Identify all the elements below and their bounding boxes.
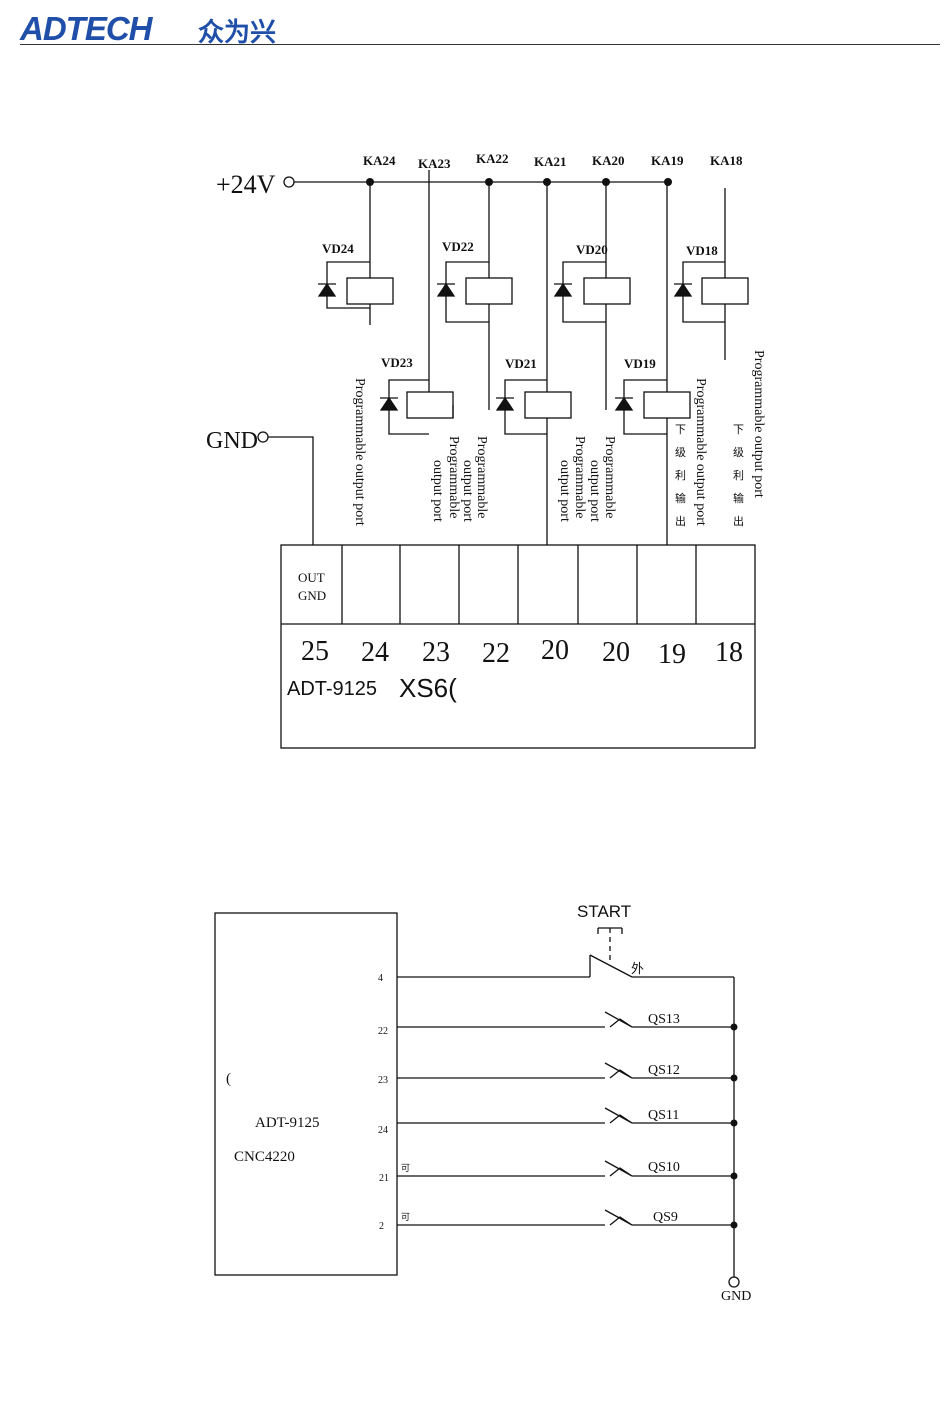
- cn-glyph-a4: 出: [675, 514, 686, 528]
- relay-ka23-label: KA23: [418, 156, 451, 171]
- controller-model: ADT-9125: [255, 1115, 319, 1131]
- relay-ka20-label: KA20: [592, 153, 625, 168]
- cn-glyph-a0: 下: [675, 424, 686, 436]
- pin-23: 23: [422, 637, 450, 668]
- start-label: START: [577, 902, 631, 921]
- switch-qs10-label: QS10: [648, 1160, 680, 1175]
- start-note: 外: [631, 961, 644, 976]
- port-label-20a: Programmable: [602, 436, 617, 518]
- switch-qs11-label: QS11: [648, 1108, 679, 1123]
- header-rule: [20, 44, 940, 45]
- relay-ka24-label: KA24: [363, 153, 396, 168]
- pin-20b: 20: [602, 637, 630, 668]
- cn-glyph-b2: 利: [733, 469, 744, 482]
- cnc-pin-22: 22: [378, 1026, 388, 1037]
- note-2: 可: [401, 1212, 410, 1222]
- diode-vd20-label: VD20: [576, 242, 608, 257]
- port-label-22a: Programmable: [474, 436, 489, 518]
- brand-logo-cn: 众为兴: [198, 18, 277, 48]
- cnc-pin-23: 23: [378, 1075, 388, 1086]
- relay-ka22-label: KA22: [476, 151, 509, 166]
- controller-sub: CNC4220: [234, 1149, 295, 1165]
- cnc-pin-21: 21: [379, 1173, 389, 1184]
- port-label-24: Programmable output port: [352, 378, 367, 526]
- model-label: ADT-9125: [287, 678, 377, 700]
- switch-qs9-label: QS9: [653, 1210, 678, 1225]
- cnc-pin-4: 4: [378, 973, 383, 984]
- diode-vd24-label: VD24: [322, 241, 354, 256]
- pin-18: 18: [715, 637, 743, 668]
- cn-glyph-b3: 输: [733, 491, 744, 505]
- pin-25: 25: [301, 636, 329, 667]
- cnc-pin-2: 2: [379, 1221, 384, 1232]
- terminal-out-label: OUT: [298, 570, 325, 585]
- relay-ka21-label: KA21: [534, 154, 567, 169]
- page-header: ADTECH 众为兴: [20, 8, 940, 48]
- port-label-19: Programmable output port: [693, 378, 708, 526]
- note-1: 可: [401, 1163, 410, 1173]
- relay-ka19-label: KA19: [651, 153, 684, 168]
- cn-glyph-a3: 输: [675, 491, 686, 505]
- port-label-20b: output port: [587, 460, 602, 522]
- cnc-pin-24: 24: [378, 1125, 388, 1136]
- pin-22: 22: [482, 638, 510, 669]
- connector-label: XS6(: [399, 673, 457, 703]
- diode-vd21-label: VD21: [505, 356, 537, 371]
- switch-qs12-label: QS12: [648, 1063, 680, 1078]
- port-label-21b: output port: [557, 460, 572, 522]
- port-label-23a: Programmable: [446, 436, 461, 518]
- pin-24: 24: [361, 637, 389, 668]
- cn-glyph-b4: 出: [733, 514, 744, 528]
- port-label-18: Programmable output port: [751, 350, 766, 498]
- gnd-label: GND: [206, 428, 258, 454]
- diode-vd19-label: VD19: [624, 356, 656, 371]
- pin-20a: 20: [541, 635, 569, 666]
- port-label-21a: Programmable: [572, 436, 587, 518]
- cn-glyph-a1: 级: [675, 446, 686, 459]
- cn-glyph-b1: 级: [733, 446, 744, 459]
- port-label-22b: output port: [460, 460, 475, 522]
- cn-glyph-b0: 下: [733, 424, 744, 436]
- port-label-23b: output port: [430, 460, 445, 522]
- diode-vd22-label: VD22: [442, 239, 474, 254]
- cn-glyph-a2: 利: [675, 469, 686, 482]
- supply-label: +24V: [216, 170, 276, 199]
- brand-logo: ADTECH: [20, 10, 152, 47]
- gnd-label-2: GND: [721, 1289, 751, 1304]
- diode-vd23-label: VD23: [381, 355, 413, 370]
- switch-qs13-label: QS13: [648, 1012, 680, 1027]
- pin-19: 19: [658, 639, 686, 670]
- diode-vd18-label: VD18: [686, 243, 718, 258]
- terminal-gnd-label: GND: [298, 588, 326, 603]
- controller-paren: (: [226, 1071, 231, 1087]
- relay-ka18-label: KA18: [710, 153, 743, 168]
